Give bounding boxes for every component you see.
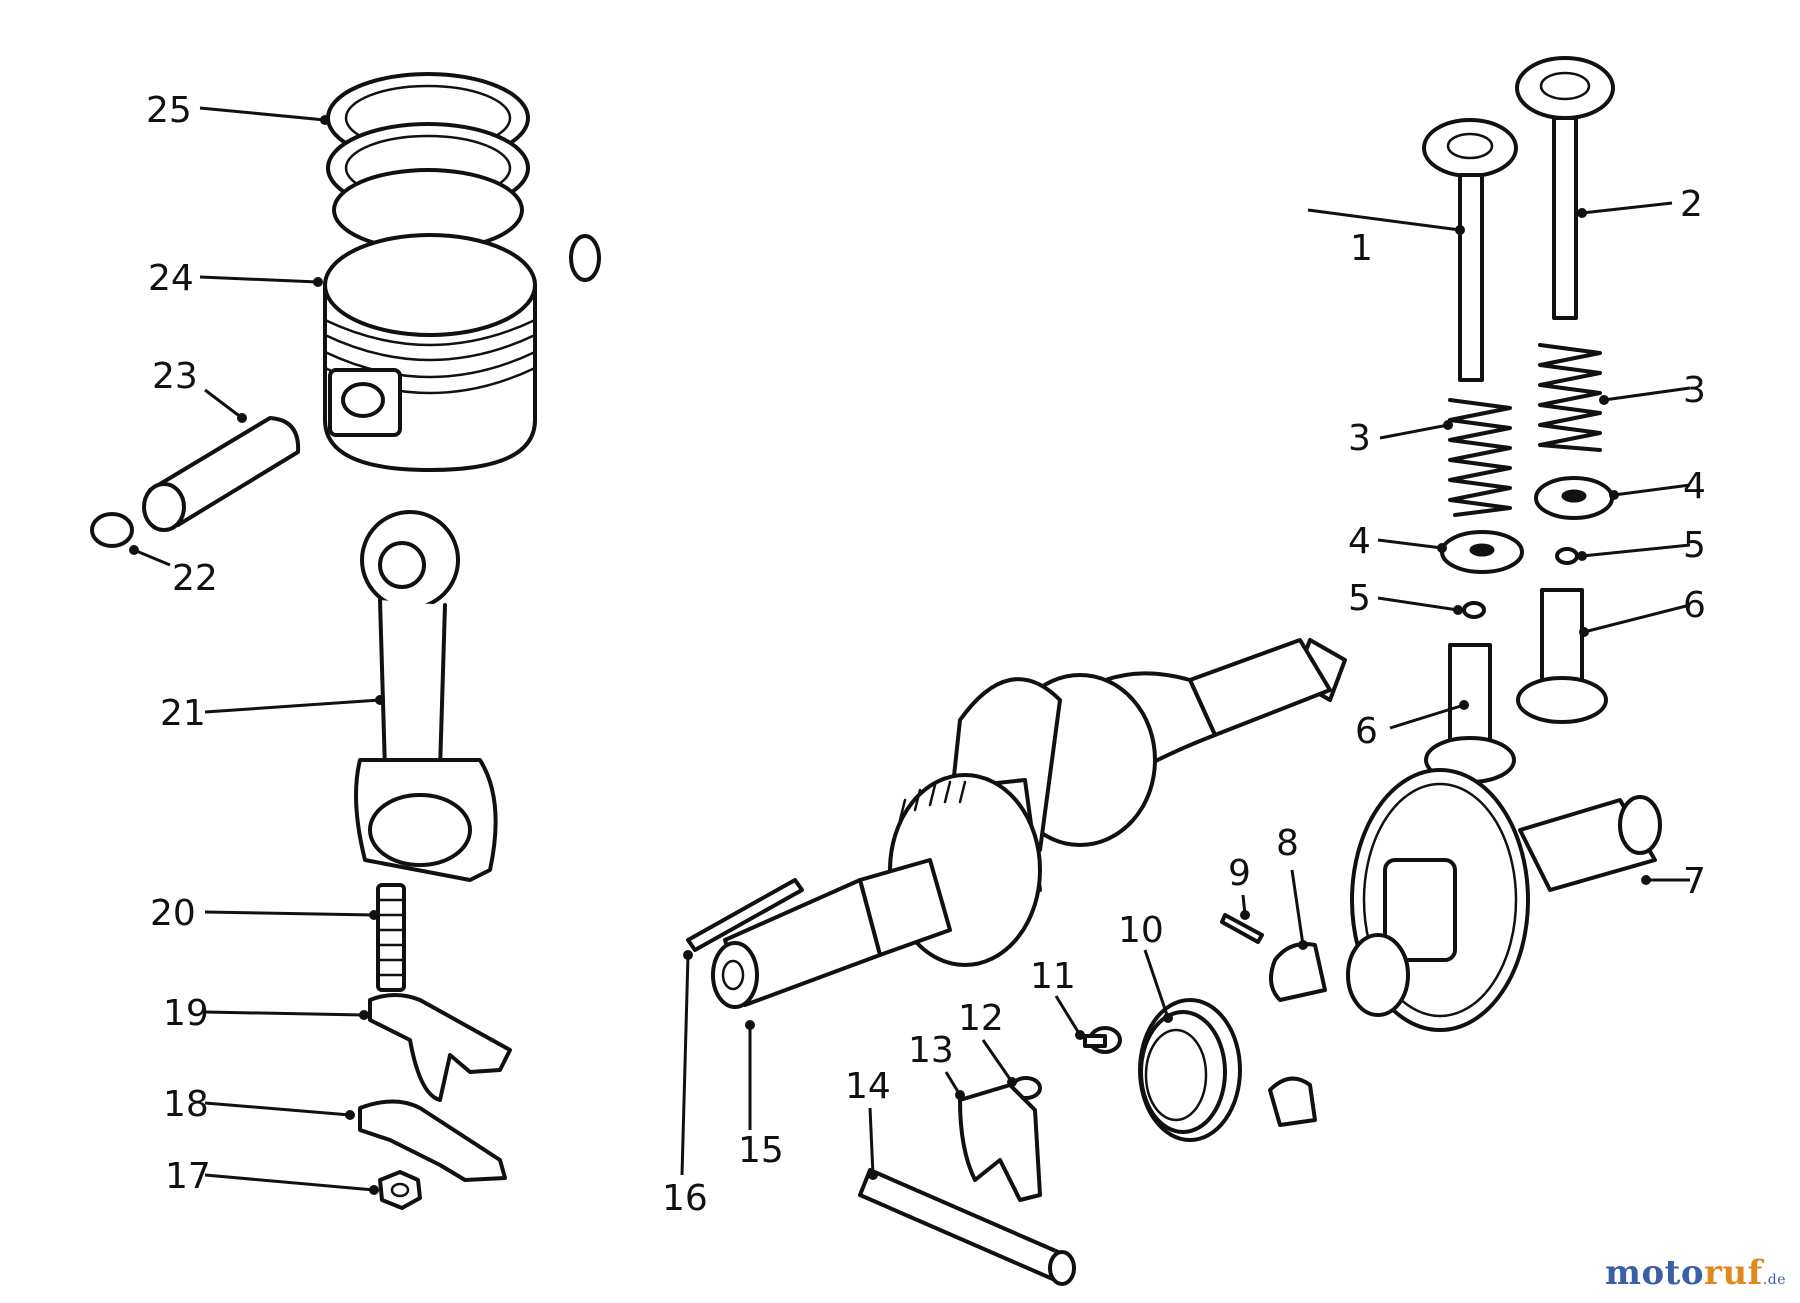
- motoruf-watermark: motoruf.de: [1605, 1253, 1786, 1293]
- valve-spring-left: [1448, 398, 1512, 517]
- watermark-part1: moto: [1604, 1253, 1705, 1293]
- crankshaft: [711, 638, 1347, 1009]
- watermark-suffix: .de: [1762, 1272, 1786, 1288]
- circlip-lower: [90, 512, 134, 548]
- callout-6-right: 6: [1683, 585, 1706, 626]
- callout-3-right: 3: [1683, 370, 1706, 411]
- callout-4-right: 4: [1683, 466, 1706, 507]
- callout-3-left: 3: [1348, 418, 1371, 459]
- callout-4-left: 4: [1348, 521, 1371, 562]
- piston-rings: [326, 72, 530, 252]
- callout-5-left: 5: [1348, 578, 1371, 619]
- callout-24: 24: [148, 258, 194, 299]
- callout-12: 12: [958, 998, 1004, 1039]
- callout-14: 14: [845, 1066, 891, 1107]
- callouts: 1 2 3 3 4 4 5 5 6 6 7 8 9 10 11 12 13 14…: [146, 90, 1706, 1219]
- piston: [323, 233, 537, 472]
- callout-15: 15: [738, 1130, 784, 1171]
- callout-7: 7: [1683, 861, 1706, 902]
- woodruff-key: [686, 878, 804, 952]
- callout-16: 16: [662, 1178, 708, 1219]
- callout-1: 1: [1350, 228, 1373, 269]
- callout-9: 9: [1228, 853, 1251, 894]
- governor-fork: [958, 1083, 1042, 1202]
- callout-18: 18: [163, 1084, 209, 1125]
- connecting-rod: [354, 510, 498, 882]
- camshaft-gear: [1346, 768, 1662, 1032]
- valve-right: [1515, 56, 1615, 320]
- tappet-right: [1516, 588, 1608, 724]
- callout-11: 11: [1030, 956, 1076, 997]
- circlip-upper: [569, 234, 601, 282]
- callout-13: 13: [908, 1030, 954, 1071]
- spring-retainer-left: [1440, 530, 1524, 574]
- lock-plate-lower: [358, 1099, 507, 1182]
- spring-retainer-right: [1534, 476, 1614, 520]
- callout-6-left: 6: [1355, 711, 1378, 752]
- keeper-left: [1462, 601, 1486, 619]
- piston-pin: [142, 416, 301, 532]
- governor-shaft: [858, 1168, 1076, 1286]
- keeper-right: [1555, 547, 1579, 565]
- screw: [1083, 1026, 1122, 1054]
- clip-upper: [1269, 942, 1327, 1002]
- pin-clip: [1220, 913, 1264, 944]
- leader-lines: [129, 106, 1691, 1195]
- callout-22: 22: [172, 558, 218, 599]
- callout-10: 10: [1118, 910, 1164, 951]
- nut: [378, 1170, 422, 1210]
- valve-left: [1422, 118, 1518, 382]
- watermark-part2: ruf: [1704, 1253, 1763, 1293]
- stud: [376, 883, 406, 992]
- callout-23: 23: [152, 356, 198, 397]
- valve-spring-right: [1538, 343, 1602, 452]
- callout-25: 25: [146, 90, 192, 131]
- callout-17: 17: [165, 1156, 211, 1197]
- callout-20: 20: [150, 893, 196, 934]
- callout-8: 8: [1276, 823, 1299, 864]
- callout-19: 19: [163, 993, 209, 1034]
- callout-2: 2: [1680, 184, 1703, 225]
- callout-21: 21: [160, 693, 206, 734]
- lock-plate-upper: [368, 993, 512, 1102]
- oil-seal: [1138, 998, 1317, 1142]
- callout-5-right: 5: [1683, 525, 1706, 566]
